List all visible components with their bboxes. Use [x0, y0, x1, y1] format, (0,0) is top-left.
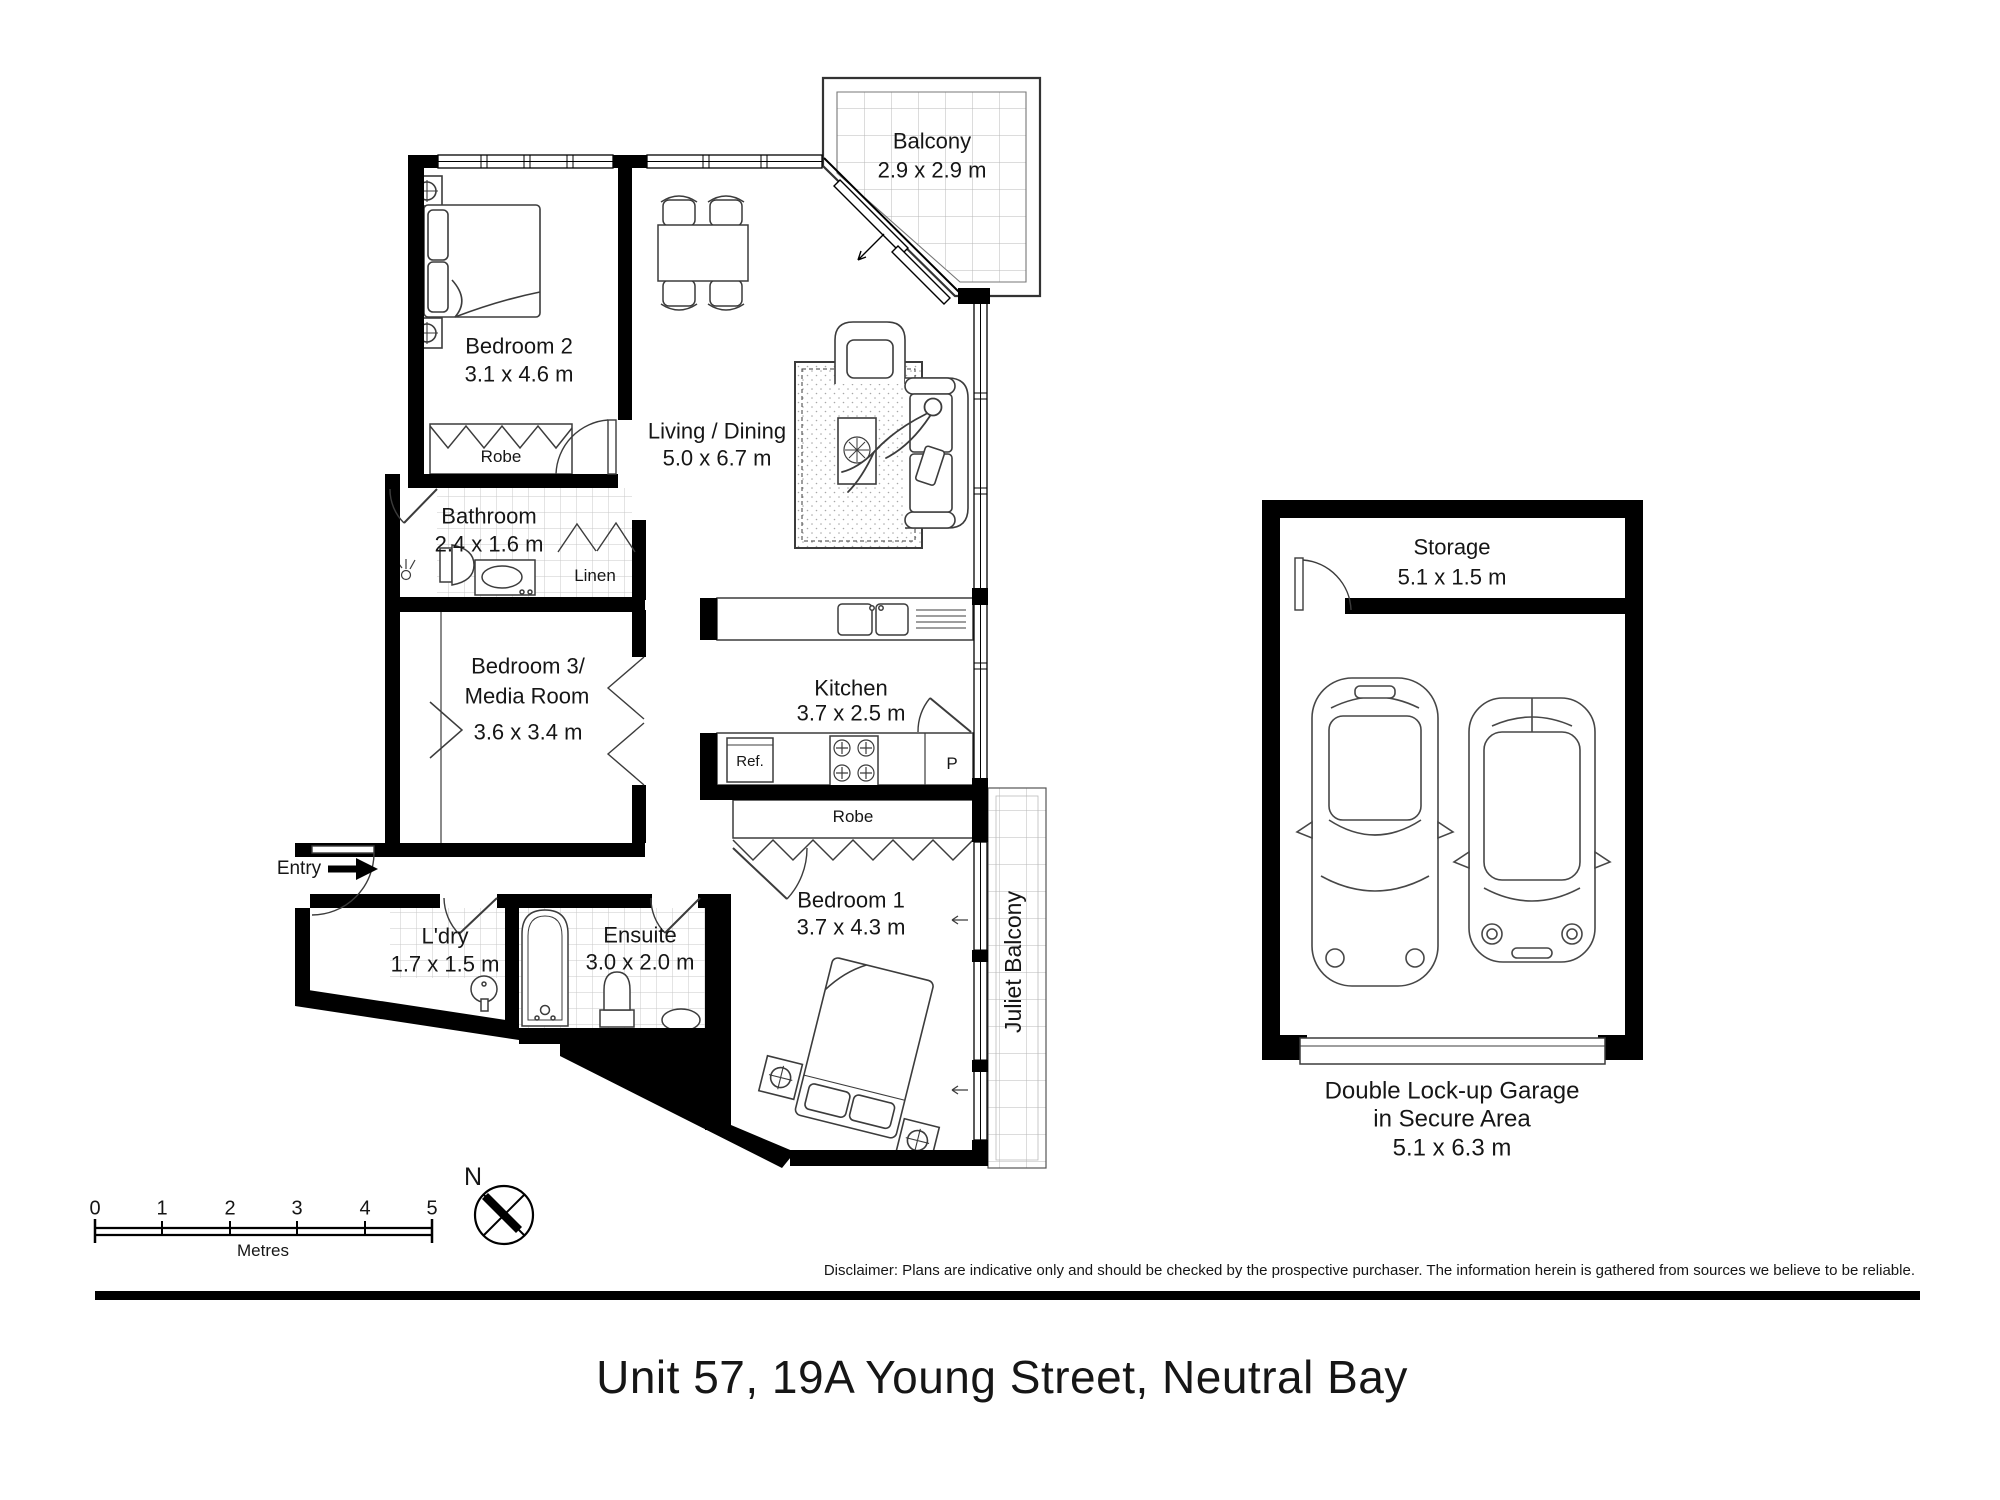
- scale-tick-1: 1: [156, 1197, 168, 1220]
- windows: [437, 154, 988, 1141]
- bedroom2-dims: 3.1 x 4.6 m: [464, 361, 574, 387]
- storage-dims: 5.1 x 1.5 m: [1397, 564, 1507, 590]
- scale-tick-2: 2: [224, 1197, 236, 1220]
- bedroom1-dims: 3.7 x 4.3 m: [796, 914, 906, 940]
- person-figure: [841, 397, 943, 493]
- bedroom3-dims: 3.6 x 3.4 m: [473, 719, 583, 745]
- ensuite-fixtures: [521, 909, 701, 1041]
- balcony-dims: 2.9 x 2.9 m: [877, 157, 987, 183]
- bathroom-fixtures: [395, 544, 536, 596]
- walls: [295, 155, 1643, 1168]
- bedroom1-label: Bedroom 1: [797, 887, 905, 913]
- bedroom3-label-line1: Bedroom 3/: [471, 653, 585, 679]
- scale-tick-0: 0: [89, 1197, 101, 1220]
- kitchen-dims: 3.7 x 2.5 m: [796, 700, 906, 726]
- car-right: [1452, 697, 1612, 963]
- balcony-label: Balcony: [892, 128, 972, 154]
- garage-door: [1299, 1037, 1606, 1065]
- laundry-dims: 1.7 x 1.5 m: [390, 951, 500, 977]
- window-slide-arrows: [951, 915, 968, 1095]
- wall-light-icon: [395, 559, 416, 581]
- laundry-fixtures: [470, 975, 498, 1012]
- bedroom3-closet: [429, 612, 464, 843]
- balcony-slider-door: [823, 157, 963, 305]
- garage-label-line2: in Secure Area: [1373, 1105, 1531, 1133]
- ensuite-label: Ensuite: [603, 922, 677, 948]
- scale-tick-3: 3: [291, 1197, 303, 1220]
- garage-label-line1: Double Lock-up Garage: [1324, 1077, 1580, 1105]
- scale-tick-5: 5: [426, 1197, 438, 1220]
- bathroom-dims: 2.4 x 1.6 m: [434, 531, 544, 557]
- linen-label: Linen: [574, 566, 616, 586]
- pantry-label: P: [946, 754, 958, 774]
- juliet-balcony-label: Juliet Balcony: [999, 891, 1026, 1033]
- storage-label: Storage: [1413, 534, 1491, 560]
- robe-bed2-label: Robe: [480, 447, 522, 467]
- dining-set: [657, 195, 749, 311]
- garage-dims: 5.1 x 6.3 m: [1392, 1134, 1512, 1162]
- fridge-label: Ref.: [736, 753, 764, 771]
- living-furniture: [834, 321, 969, 529]
- bedroom2-label: Bedroom 2: [465, 333, 573, 359]
- robe-wardrobes: [429, 423, 974, 862]
- bedroom1-furniture: [757, 957, 941, 1164]
- stove-burners: [833, 739, 875, 782]
- disclaimer-text: Disclaimer: Plans are indicative only an…: [823, 1262, 1915, 1279]
- bathroom-label: Bathroom: [441, 503, 537, 529]
- page-title: Unit 57, 19A Young Street, Neutral Bay: [596, 1350, 1408, 1403]
- ensuite-dims: 3.0 x 2.0 m: [585, 949, 695, 975]
- robe-bed1-label: Robe: [832, 807, 874, 827]
- living-label: Living / Dining: [647, 418, 787, 444]
- bedroom3-label-line2: Media Room: [464, 683, 590, 709]
- north-label: N: [463, 1162, 483, 1191]
- scale-bar: [93, 1219, 434, 1243]
- laundry-label: L'dry: [421, 923, 469, 949]
- living-dims: 5.0 x 6.7 m: [662, 445, 772, 471]
- entry-label: Entry: [276, 858, 322, 880]
- scale-tick-4: 4: [359, 1197, 371, 1220]
- entry-arrow-icon: [328, 858, 378, 880]
- separator-bar: [95, 1291, 1920, 1300]
- car-left: [1295, 677, 1455, 987]
- kitchen-fixtures: [716, 597, 974, 787]
- balcony-structure: [821, 76, 1042, 298]
- bedroom2-furniture: [411, 175, 541, 349]
- scale-unit-label: Metres: [237, 1241, 289, 1261]
- doors: [311, 419, 1352, 935]
- compass-icon: [473, 1184, 535, 1246]
- kitchen-label: Kitchen: [814, 675, 888, 701]
